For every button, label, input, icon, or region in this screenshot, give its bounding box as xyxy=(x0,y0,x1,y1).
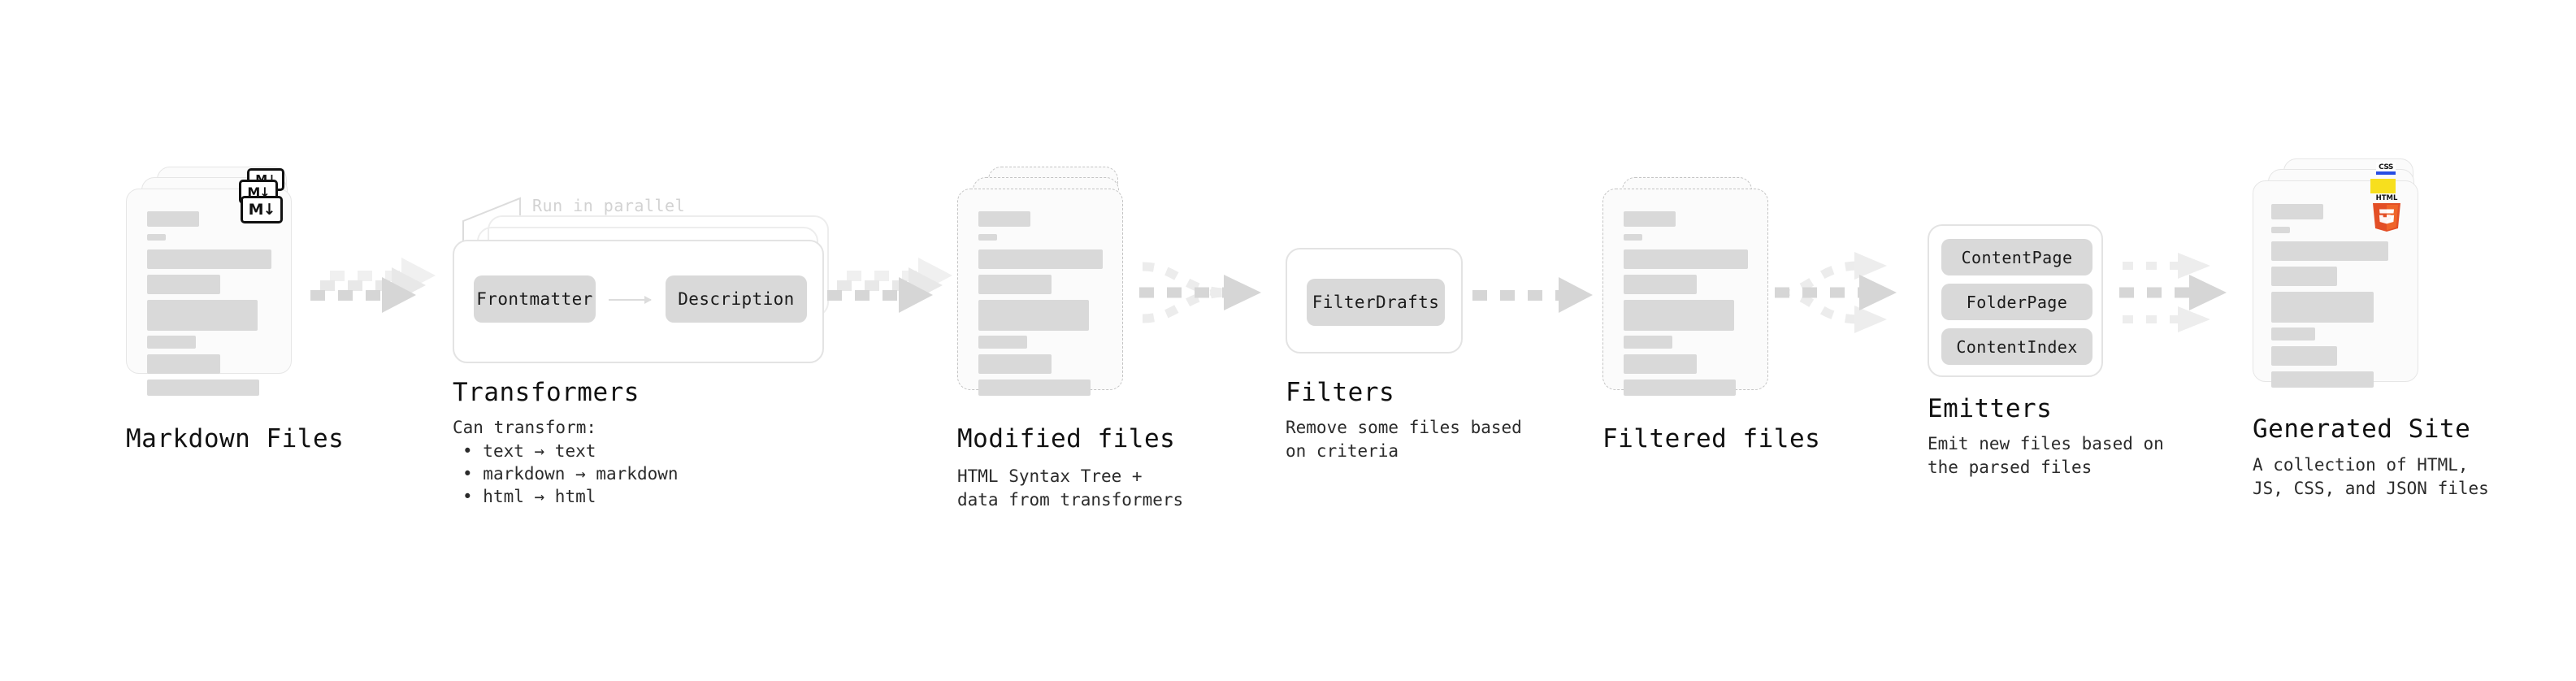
emitters-panel: ContentPage FolderPage ContentIndex xyxy=(1928,224,2103,377)
doc-line xyxy=(147,380,259,396)
doc-line xyxy=(147,249,271,269)
filter-pill-filterdrafts[interactable]: FilterDrafts xyxy=(1307,279,1445,326)
emitter-pill-contentindex[interactable]: ContentIndex xyxy=(1941,328,2092,365)
arrow-triple-svg xyxy=(2119,253,2227,332)
arrow-main xyxy=(310,277,416,313)
transformers-panel: Frontmatter Description xyxy=(453,240,824,363)
stage-title-generated-site: Generated Site xyxy=(2253,414,2471,444)
doc-line xyxy=(1624,249,1748,269)
transformers-bullet-1: • markdown → markdown xyxy=(462,464,679,484)
transformer-pill-description[interactable]: Description xyxy=(666,275,807,323)
stage-title-filtered-files: Filtered files xyxy=(1602,424,1821,453)
doc-line xyxy=(978,300,1089,331)
html5-logo-svg: HTML xyxy=(2373,194,2400,232)
doc-line xyxy=(978,234,997,241)
stage-title-emitters: Emitters xyxy=(1928,394,2053,423)
stage-title-markdown-files: Markdown Files xyxy=(126,424,345,453)
filtered-card-front xyxy=(1602,189,1768,396)
doc-line xyxy=(1624,354,1697,374)
css-bar xyxy=(2376,171,2396,175)
doc-line xyxy=(147,234,166,241)
doc-line xyxy=(147,300,258,331)
arrow-shaft xyxy=(837,280,910,291)
arrow-head xyxy=(382,277,416,313)
doc-line xyxy=(978,354,1052,374)
doc-line xyxy=(978,336,1027,349)
doc-line xyxy=(978,249,1103,269)
doc-line xyxy=(2271,327,2315,340)
css-wordmark: CSS xyxy=(2379,163,2393,171)
doc-line xyxy=(2271,241,2388,261)
filters-panel: FilterDrafts xyxy=(1286,248,1463,354)
arrow-converge-svg xyxy=(1139,262,1261,323)
doc-line xyxy=(1624,380,1736,396)
doc-line xyxy=(1624,300,1734,331)
stage-caption-filters: Remove some files based on criteria xyxy=(1286,418,1522,461)
stage-caption-modified-files: HTML Syntax Tree + data from transformer… xyxy=(957,466,1184,510)
doc-line xyxy=(978,211,1030,227)
css-icon: CSS xyxy=(2376,163,2396,175)
doc-line xyxy=(2271,204,2323,219)
doc-line xyxy=(978,275,1052,294)
emitter-pill-contentpage[interactable]: ContentPage xyxy=(1941,239,2092,275)
modified-card-front xyxy=(957,189,1123,396)
run-in-parallel-label: Run in parallel xyxy=(532,196,686,215)
stage-title-modified-files: Modified files xyxy=(957,424,1176,453)
doc-line xyxy=(147,275,220,294)
arrow-head xyxy=(1559,277,1593,313)
markdown-card-front xyxy=(126,189,292,396)
arrow-fanout-svg xyxy=(1775,252,1897,333)
doc-line xyxy=(2271,346,2337,366)
arrow-emitters-to-site xyxy=(2119,244,2274,345)
doc-line xyxy=(2271,292,2374,323)
doc-line xyxy=(2271,227,2290,233)
arrow-head xyxy=(899,277,933,313)
arrow-shaft xyxy=(320,280,393,291)
transformers-bullet-0: • text → text xyxy=(462,441,596,461)
arrow-shaft xyxy=(827,290,900,301)
doc-line xyxy=(1624,275,1697,294)
doc-line xyxy=(978,380,1091,396)
transformers-bullet-label: text → text xyxy=(483,441,596,461)
stage-caption-emitters: Emit new files based on the parsed files xyxy=(1928,434,2164,477)
transformers-bullet-2: • html → html xyxy=(462,487,596,506)
transformers-bullet-label: markdown → markdown xyxy=(483,464,679,484)
transformer-pill-frontmatter[interactable]: Frontmatter xyxy=(474,275,596,323)
doc-line xyxy=(147,336,196,349)
doc-line xyxy=(1624,336,1672,349)
arrow-filtered-to-emitters xyxy=(1773,244,1936,345)
doc-line xyxy=(2271,267,2337,286)
stage-title-filters: Filters xyxy=(1286,378,1395,407)
transformers-inner-arrow xyxy=(609,296,652,304)
svg-text:HTML: HTML xyxy=(2376,194,2398,202)
arrow-filters-to-filtered xyxy=(1472,277,1593,313)
emitter-pill-folderpage[interactable]: FolderPage xyxy=(1941,284,2092,320)
doc-line xyxy=(147,211,199,227)
transformers-bullet-label: html → html xyxy=(483,487,596,506)
markdown-icon: M↓ xyxy=(241,196,283,223)
run-in-parallel-bracket xyxy=(462,197,521,241)
js-icon xyxy=(2370,179,2396,193)
arrow-modified-to-filters xyxy=(1138,244,1300,345)
doc-line xyxy=(1624,211,1676,227)
html5-icon: HTML xyxy=(2368,193,2405,236)
stage-caption-transformers: Can transform: xyxy=(453,418,597,437)
arrow-shaft xyxy=(1472,290,1560,301)
arrow-shaft xyxy=(310,290,384,301)
doc-line xyxy=(2271,371,2374,388)
arrow-main xyxy=(827,277,933,313)
stage-title-transformers: Transformers xyxy=(453,378,640,407)
doc-line xyxy=(1624,234,1642,241)
doc-line xyxy=(147,354,220,374)
stage-caption-generated-site: A collection of HTML, JS, CSS, and JSON … xyxy=(2253,455,2489,498)
